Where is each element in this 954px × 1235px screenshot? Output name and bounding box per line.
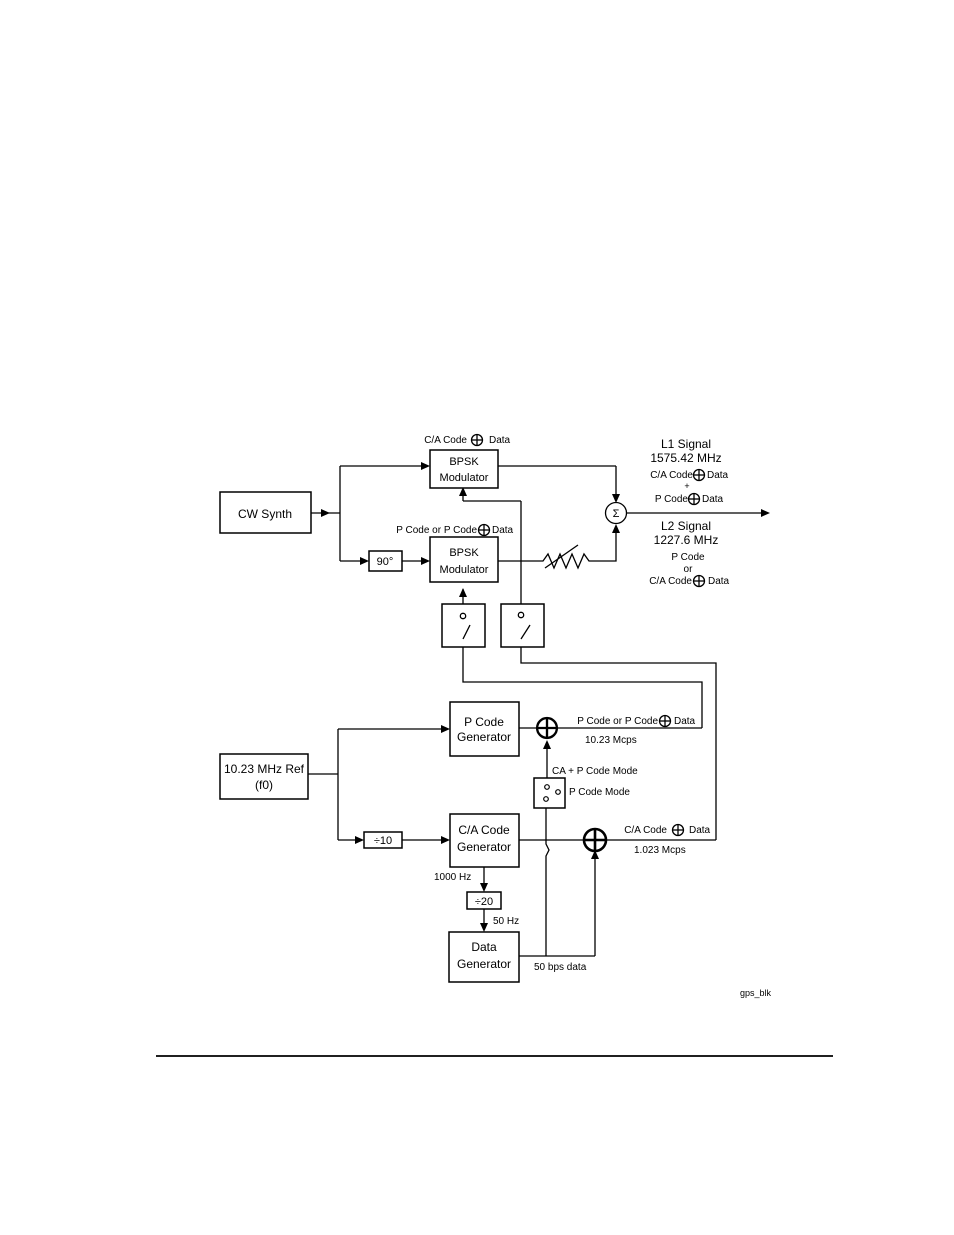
divide-by-10-block: ÷10 bbox=[363, 831, 403, 849]
p-mode-label: P Code Mode bbox=[569, 787, 630, 798]
l1-plus: + bbox=[684, 481, 689, 491]
xor-ca-code-icon bbox=[582, 827, 608, 853]
figure-id-label: gps_blk bbox=[740, 988, 772, 998]
bot-mod-input-a: P Code or P Code bbox=[396, 525, 477, 536]
switch-2 bbox=[500, 603, 545, 648]
p-out-b: Data bbox=[674, 716, 696, 727]
xor-icon bbox=[658, 714, 672, 728]
top-mod-input-a: C/A Code bbox=[424, 435, 467, 446]
mode-switch bbox=[533, 777, 566, 809]
phase-shift-90-block: 90° bbox=[368, 550, 403, 572]
l1-freq: 1575.42 MHz bbox=[650, 451, 721, 465]
bps50-label: 50 bps data bbox=[534, 962, 587, 973]
data-gen-label-2: Generator bbox=[457, 957, 511, 971]
bpsk-bot-label-2: Modulator bbox=[440, 564, 489, 576]
bpsk-modulator-top: BPSK Modulator bbox=[429, 449, 499, 489]
l1-signal-labels: L1 Signal 1575.42 MHz C/A Code Data + P … bbox=[650, 437, 729, 506]
ca-gen-label-1: C/A Code bbox=[458, 823, 510, 837]
summer: Σ bbox=[604, 501, 628, 525]
l2-line3-b: Data bbox=[708, 576, 730, 587]
xor-icon bbox=[470, 433, 484, 447]
bpsk-modulator-bottom: BPSK Modulator bbox=[429, 536, 499, 583]
div20-label: ÷20 bbox=[475, 896, 493, 908]
ca-code-output-labels: C/A Code Data 1.023 Mcps bbox=[624, 823, 711, 856]
xor-icon bbox=[671, 823, 685, 837]
data-generator: Data Generator bbox=[448, 931, 520, 983]
hz50-label: 50 Hz bbox=[493, 916, 519, 927]
switch-1 bbox=[441, 603, 486, 648]
data-gen-label-1: Data bbox=[471, 940, 497, 954]
xor-icon bbox=[692, 574, 706, 588]
ca-code-generator: C/A Code Generator bbox=[449, 813, 520, 868]
p-code-generator: P Code Generator bbox=[449, 701, 520, 757]
p-code-output-labels: P Code or P Code Data 10.23 Mcps bbox=[577, 714, 696, 746]
l2-line3-a: C/A Code bbox=[649, 576, 692, 587]
bpsk-top-label-2: Modulator bbox=[440, 472, 489, 484]
p-rate: 10.23 Mcps bbox=[585, 735, 637, 746]
phase-90-label: 90° bbox=[377, 556, 394, 568]
top-mod-input-label: C/A Code Data bbox=[424, 433, 511, 447]
top-mod-input-b: Data bbox=[489, 435, 511, 446]
cw-synth-label: CW Synth bbox=[238, 507, 292, 521]
l2-line2: or bbox=[684, 564, 694, 575]
l1-line1-a: C/A Code bbox=[650, 470, 693, 481]
l2-freq: 1227.6 MHz bbox=[654, 533, 719, 547]
ca-out-a: C/A Code bbox=[624, 825, 667, 836]
ca-rate: 1.023 Mcps bbox=[634, 845, 686, 856]
ref-label-1: 10.23 MHz Ref bbox=[224, 762, 305, 776]
l2-line1: P Code bbox=[671, 552, 705, 563]
ca-gen-label-2: Generator bbox=[457, 840, 511, 854]
xor-icon bbox=[477, 523, 491, 537]
l2-title: L2 Signal bbox=[661, 519, 711, 533]
p-out-a: P Code or P Code bbox=[577, 716, 658, 727]
connection-lines bbox=[308, 465, 763, 957]
cw-synth-block: CW Synth bbox=[219, 491, 312, 534]
bpsk-bot-label-1: BPSK bbox=[449, 547, 479, 559]
sum-symbol: Σ bbox=[613, 508, 620, 520]
pcode-gen-label-1: P Code bbox=[464, 715, 504, 729]
hz1000-label: 1000 Hz bbox=[434, 872, 471, 883]
pcode-gen-label-2: Generator bbox=[457, 730, 511, 744]
divide-by-20-block: ÷20 bbox=[466, 891, 502, 910]
ca-p-mode-label: CA + P Code Mode bbox=[552, 766, 638, 777]
div10-label: ÷10 bbox=[374, 835, 392, 847]
bot-mod-input-b: Data bbox=[492, 525, 514, 536]
bottom-mod-input-label: P Code or P Code Data bbox=[396, 523, 514, 537]
l2-signal-labels: L2 Signal 1227.6 MHz P Code or C/A Code … bbox=[649, 519, 730, 588]
l1-line2-a: P Code bbox=[655, 494, 689, 505]
xor-icon bbox=[687, 492, 701, 506]
l1-title: L1 Signal bbox=[661, 437, 711, 451]
l1-line2-b: Data bbox=[702, 494, 724, 505]
ref-label-2: (f0) bbox=[255, 778, 273, 792]
xor-p-code-icon bbox=[535, 716, 559, 740]
ref-10-23-block: 10.23 MHz Ref (f0) bbox=[219, 753, 309, 800]
ca-out-b: Data bbox=[689, 825, 711, 836]
l1-line1-b: Data bbox=[707, 470, 729, 481]
xor-icon bbox=[692, 468, 706, 482]
arrowheads bbox=[321, 462, 770, 932]
bpsk-top-label-1: BPSK bbox=[449, 456, 479, 468]
